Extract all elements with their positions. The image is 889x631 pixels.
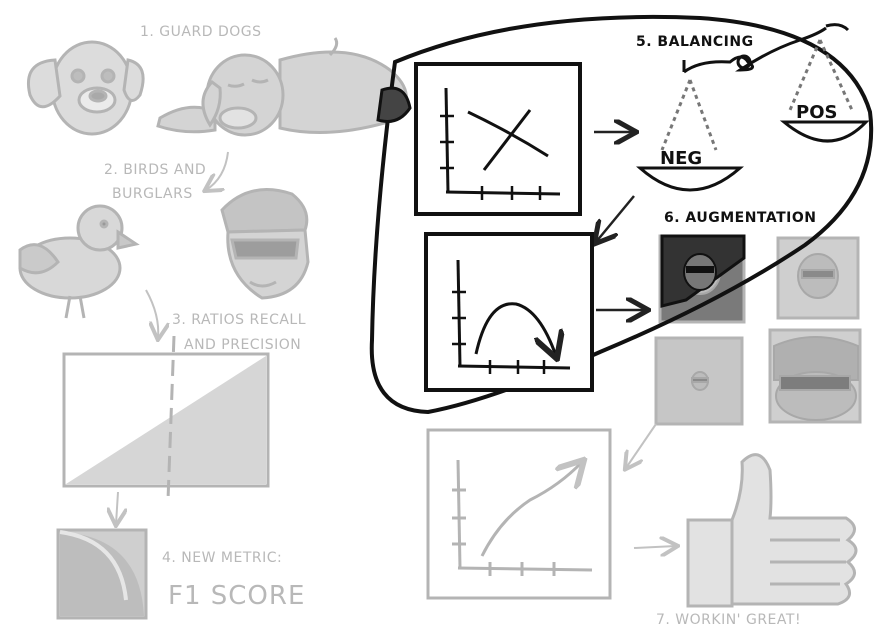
label-pos: POS: [796, 102, 837, 123]
arrow-result-to-thumbs: [634, 546, 676, 548]
sleeping-dog-illustration: [158, 38, 406, 135]
label-new-metric: 4. NEW METRIC:: [162, 550, 282, 566]
label-f1-score: F1 SCORE: [168, 581, 305, 611]
arch-curve-chart: [426, 234, 592, 390]
arrow-augmentation-to-result: [626, 424, 656, 468]
thumbs-up-illustration: [688, 455, 856, 606]
arrow-ratios-to-metric: [116, 492, 118, 524]
label-balancing: 5. BALANCING: [636, 34, 754, 50]
arrow-scale-to-chart2: [596, 196, 634, 242]
arrow-dogs-to-birds: [206, 152, 228, 190]
crossing-lines-chart: [416, 64, 580, 214]
dog-nose-highlighted: [378, 88, 410, 121]
arrow-birds-to-ratios: [146, 290, 158, 338]
label-neg: NEG: [660, 148, 702, 169]
label-ratios-line1: 3. RATIOS RECALL: [172, 312, 306, 328]
result-chart-graphic: [428, 430, 610, 598]
label-ratios-line2: AND PRECISION: [184, 337, 301, 353]
label-augmentation: 6. AUGMENTATION: [664, 210, 817, 226]
f1-score-graphic: [58, 530, 146, 618]
label-guard-dogs: 1. GUARD DOGS: [140, 24, 261, 40]
burglar-illustration: [222, 190, 308, 298]
label-birds-burglars-line1: 2. BIRDS AND: [104, 162, 206, 178]
label-birds-burglars-line2: BURGLARS: [112, 186, 193, 202]
puppy-illustration: [28, 42, 143, 134]
bird-illustration: [20, 206, 136, 318]
label-workin-great: 7. WORKIN' GREAT!: [656, 612, 801, 628]
precision-recall-diagram: [64, 336, 268, 500]
